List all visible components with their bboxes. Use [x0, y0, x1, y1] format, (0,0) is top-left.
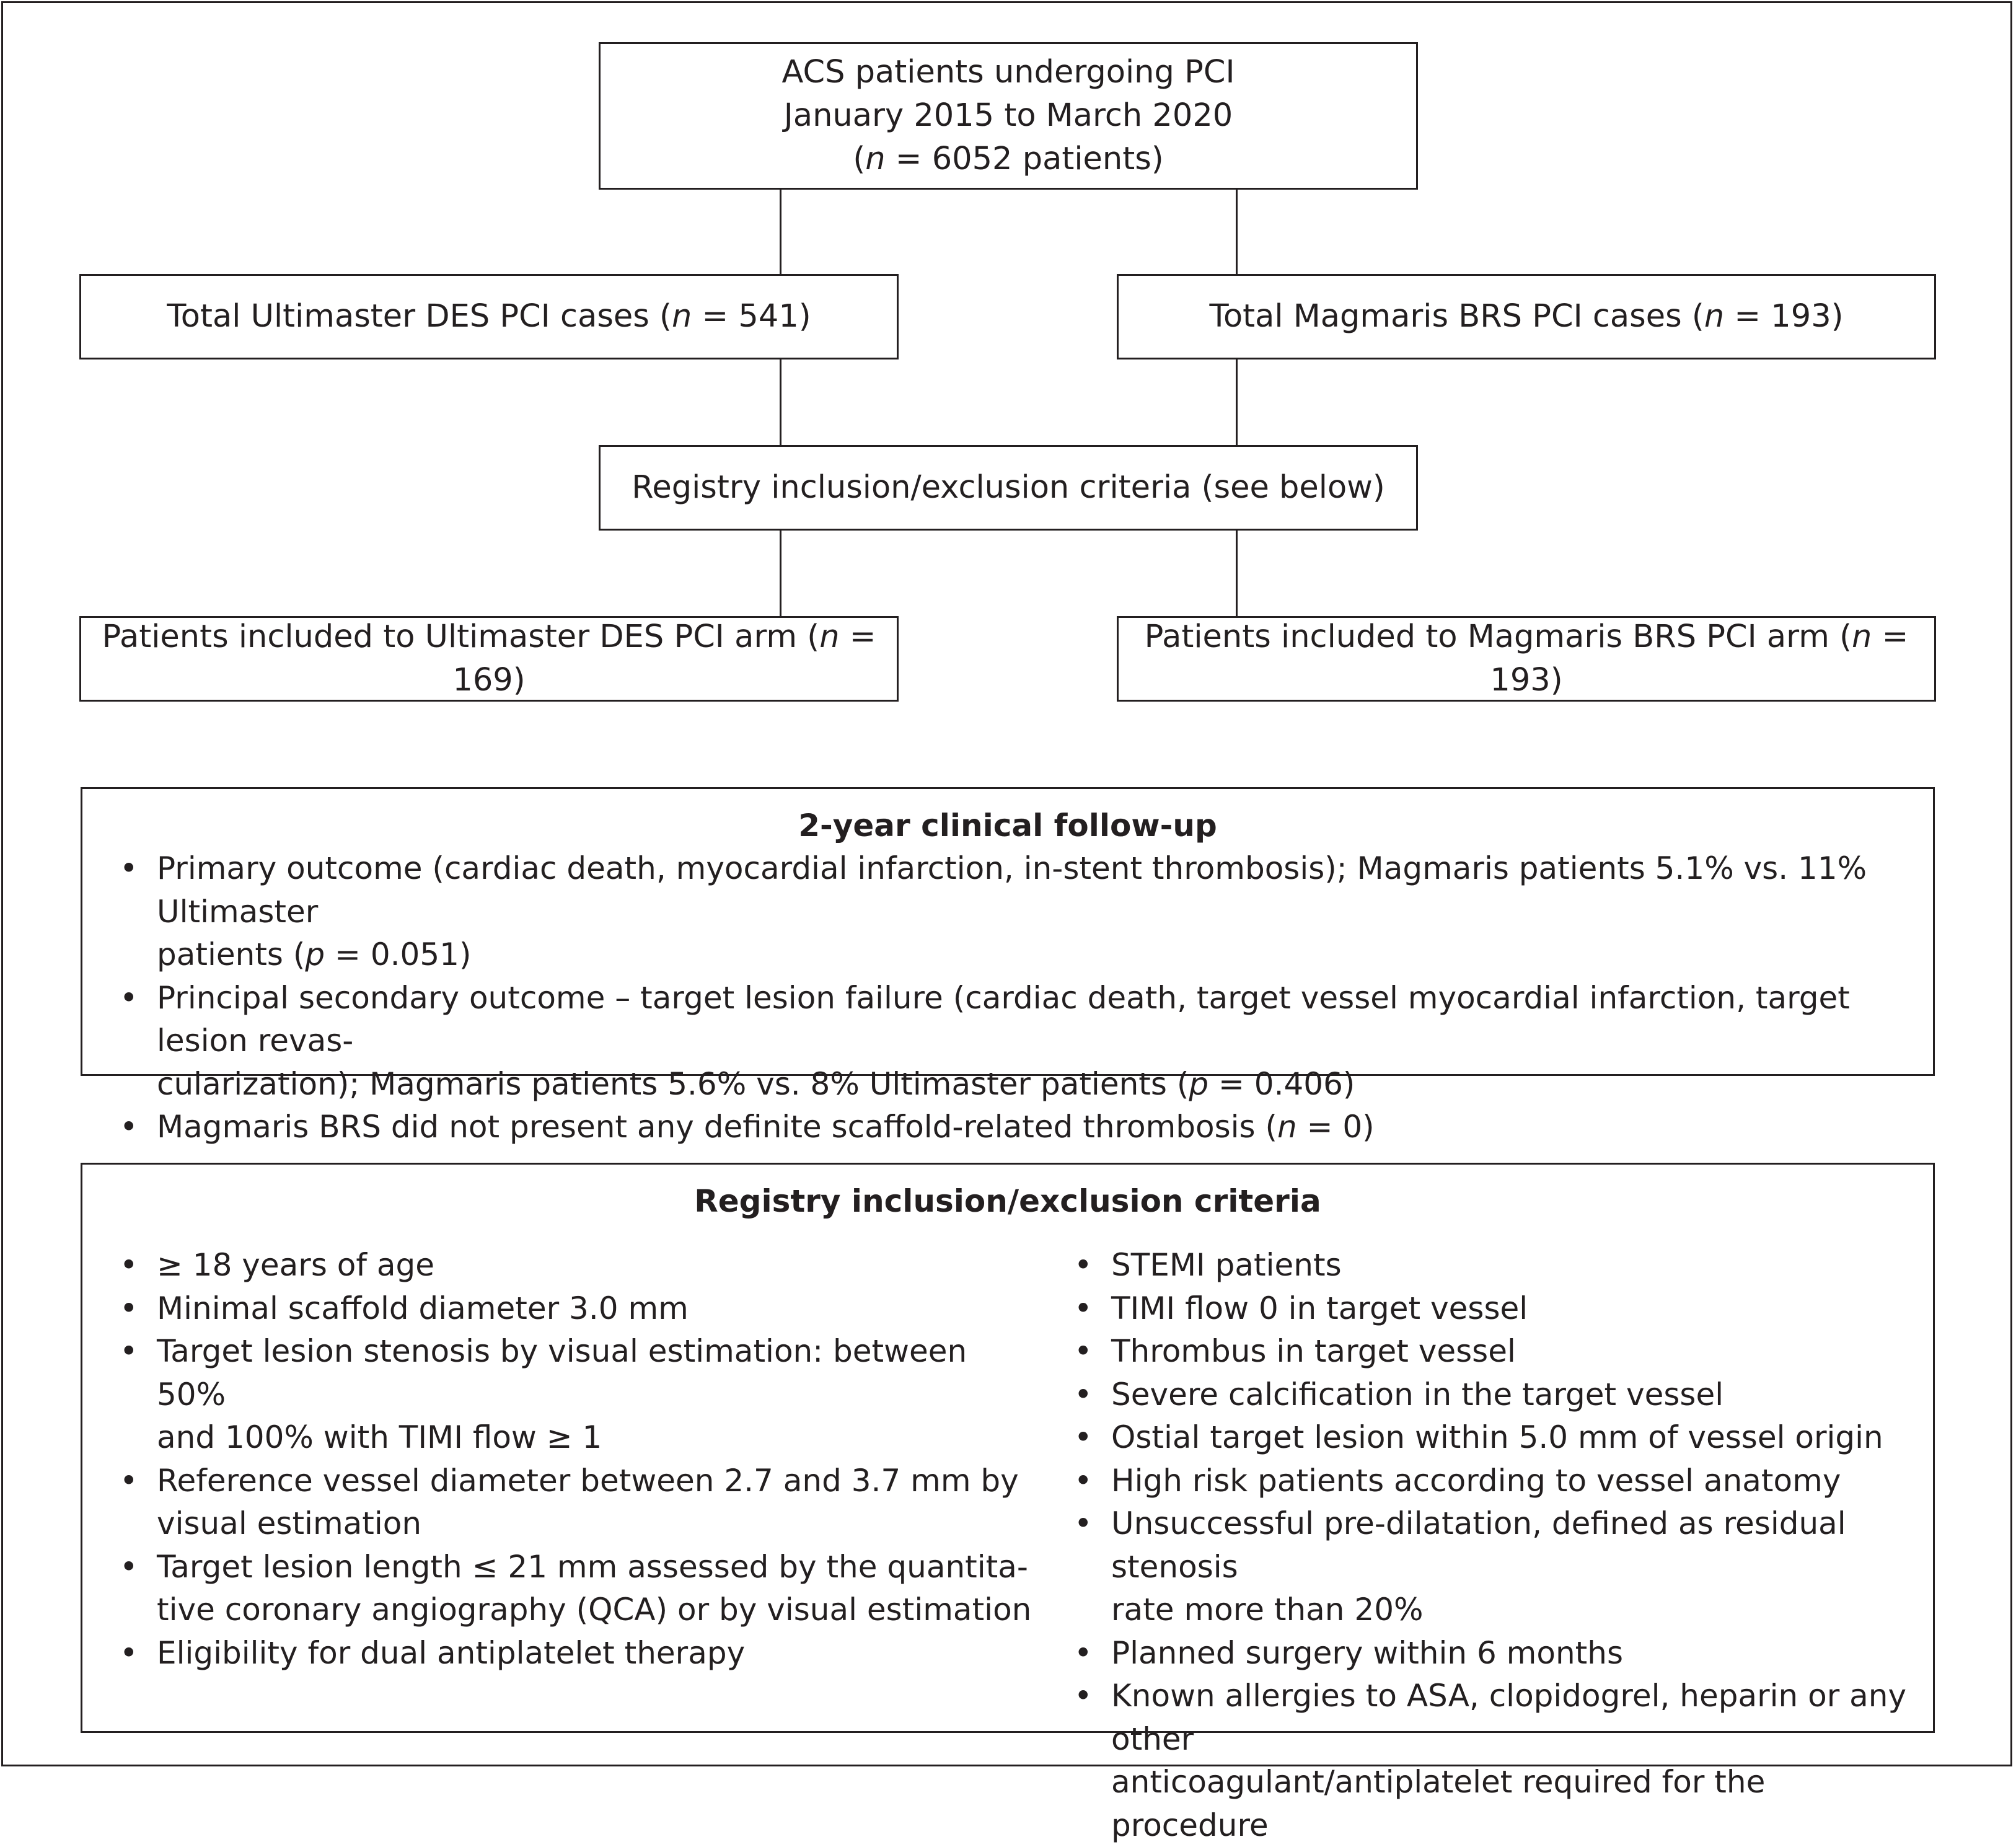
list-item: Ostial target lesion within 5.0 mm of ve…	[1037, 1416, 1929, 1460]
list-item: Target lesion length ≤ 21 mm assessed by…	[82, 1546, 1037, 1632]
connector-criteria-to-ultimaster-included	[780, 531, 781, 616]
criteria-detail-box: Registry inclusion/exclusion criteria ≥ …	[81, 1163, 1935, 1843]
connector-magmaris-to-criteria	[1236, 359, 1238, 445]
list-item: Minimal scaffold diameter 3.0 mm	[82, 1287, 1037, 1331]
list-item: Principal secondary outcome – target les…	[82, 977, 1933, 1106]
exclusion-criteria-list: STEMI patientsTIMI flow 0 in target vess…	[1037, 1244, 1929, 1847]
ultimaster-total-box: Total Ultimaster DES PCI cases (n = 541)	[79, 274, 899, 359]
list-item: Reference vessel diameter between 2.7 an…	[82, 1460, 1037, 1546]
ultimaster-included-box: Patients included to Ultimaster DES PCI …	[79, 616, 899, 702]
acs-patients-period: January 2015 to March 2020	[783, 97, 1233, 134]
inclusion-criteria-list: ≥ 18 years of ageMinimal scaffold diamet…	[82, 1244, 1037, 1675]
list-item: Thrombus in target vessel	[1037, 1330, 1929, 1373]
list-item: High risk patients according to vessel a…	[1037, 1460, 1929, 1503]
ultimaster-total-label: Total Ultimaster DES PCI cases (n = 541)	[167, 298, 811, 335]
connector-top-to-magmaris	[1236, 190, 1238, 275]
list-item: Severe calcification in the target vesse…	[1037, 1373, 1929, 1417]
list-item: ≥ 18 years of age	[82, 1244, 1037, 1287]
magmaris-total-box: Total Magmaris BRS PCI cases (n = 193)	[1117, 274, 1936, 359]
list-item: STEMI patients	[1037, 1244, 1929, 1287]
list-item: Primary outcome (cardiac death, myocardi…	[82, 847, 1933, 977]
followup-heading: 2-year clinical follow-up	[798, 808, 1217, 844]
connector-ultimaster-to-criteria	[780, 359, 781, 445]
magmaris-included-box: Patients included to Magmaris BRS PCI ar…	[1117, 616, 1936, 702]
followup-list: Primary outcome (cardiac death, myocardi…	[82, 847, 1933, 1149]
figure-frame	[1, 1, 2012, 1766]
followup-box: 2-year clinical follow-up Primary outcom…	[81, 787, 1935, 1148]
connector-top-to-ultimaster	[780, 190, 781, 275]
criteria-detail-heading: Registry inclusion/exclusion criteria	[694, 1183, 1321, 1219]
acs-patients-count: (n = 6052 patients)	[853, 141, 1164, 177]
list-item: Target lesion stenosis by visual estimat…	[82, 1330, 1037, 1460]
connector-criteria-to-magmaris-included	[1236, 531, 1238, 616]
acs-patients-title: ACS patients undergoing PCI	[781, 54, 1235, 90]
list-item: Known allergies to ASA, clopidogrel, hep…	[1037, 1675, 1929, 1847]
registry-criteria-box: Registry inclusion/exclusion criteria (s…	[599, 445, 1418, 531]
ultimaster-included-label: Patients included to Ultimaster DES PCI …	[102, 619, 876, 699]
magmaris-included-label: Patients included to Magmaris BRS PCI ar…	[1144, 619, 1909, 699]
list-item: Eligibility for dual antiplatelet therap…	[82, 1632, 1037, 1675]
list-item: Magmaris BRS did not present any definit…	[82, 1106, 1933, 1149]
list-item: TIMI flow 0 in target vessel	[1037, 1287, 1929, 1331]
list-item: Unsuccessful pre-dilatation, defined as …	[1037, 1502, 1929, 1632]
list-item: Planned surgery within 6 months	[1037, 1632, 1929, 1675]
acs-patients-box: ACS patients undergoing PCI January 2015…	[599, 42, 1418, 190]
magmaris-total-label: Total Magmaris BRS PCI cases (n = 193)	[1209, 298, 1844, 335]
registry-criteria-label: Registry inclusion/exclusion criteria (s…	[632, 469, 1385, 506]
